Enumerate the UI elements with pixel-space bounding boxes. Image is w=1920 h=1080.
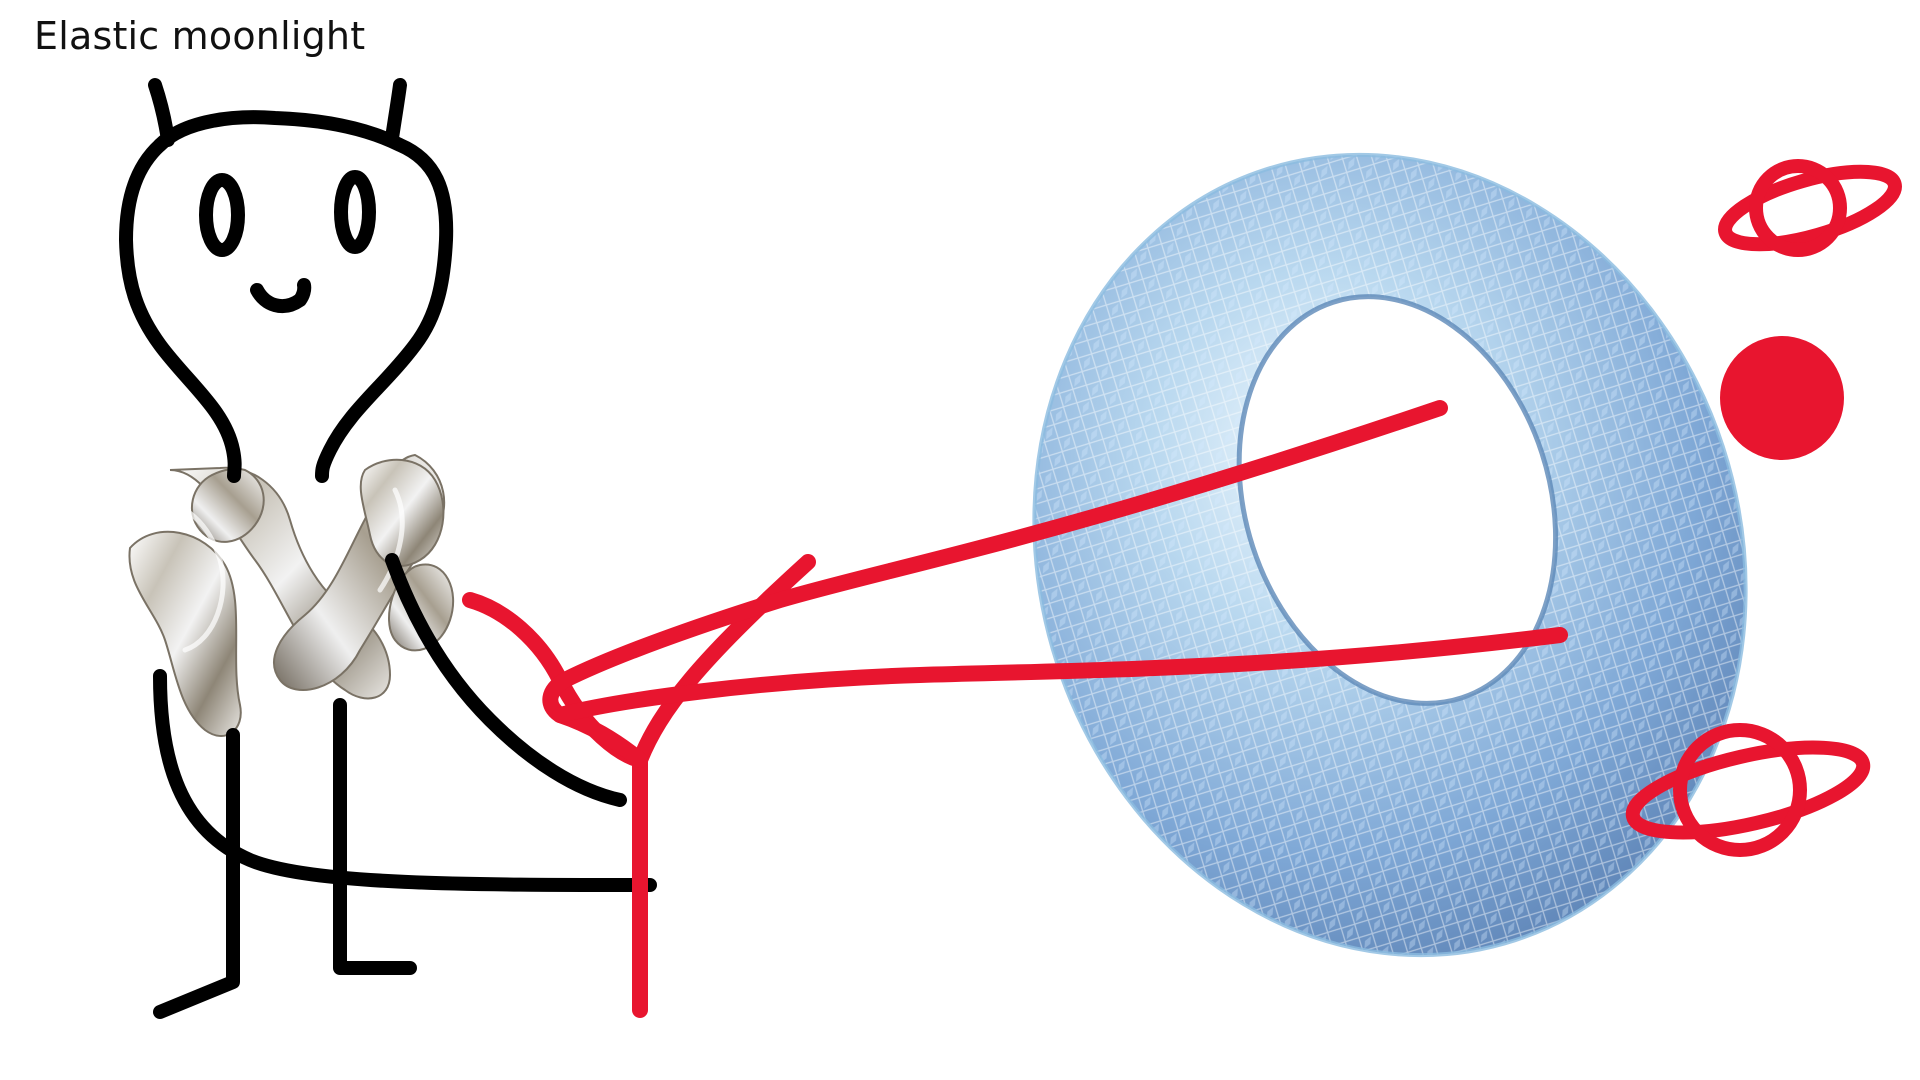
red-circle-planet — [1720, 336, 1844, 460]
red-leash — [462, 400, 1568, 1018]
ringed-planet-top — [1718, 159, 1902, 257]
glitter-torus — [980, 120, 1800, 1000]
ringed-planet-bottom — [1625, 723, 1871, 857]
chrome-sculpture — [128, 453, 455, 737]
drawing-title: Elastic moonlight — [34, 14, 366, 58]
stick-alien — [119, 78, 657, 1019]
red-planets — [1625, 159, 1902, 857]
